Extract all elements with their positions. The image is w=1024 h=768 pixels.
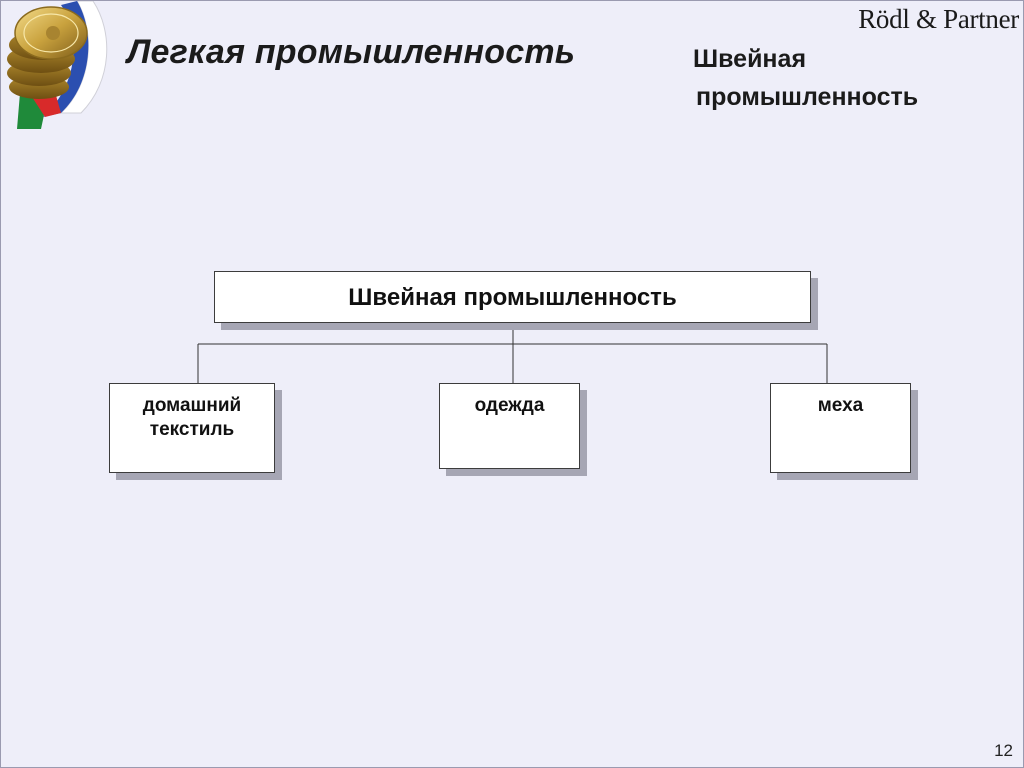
coins-logo-icon [7,1,108,129]
diagram-root-box: Швейная промышленность [214,271,811,323]
diagram-child-fur: меха [770,383,911,473]
slide-title: Легкая промышленность [127,33,576,71]
diagram-child-home-textile: домашний текстиль [109,383,275,473]
slide-subtitle-line-2: промышленность [696,83,919,111]
page-number: 12 [994,741,1013,760]
brand-logo-text: Rödl & Partner [858,4,1019,34]
slide-subtitle-line-1: Швейная [693,45,807,73]
diagram-child-clothing: одежда [439,383,580,469]
